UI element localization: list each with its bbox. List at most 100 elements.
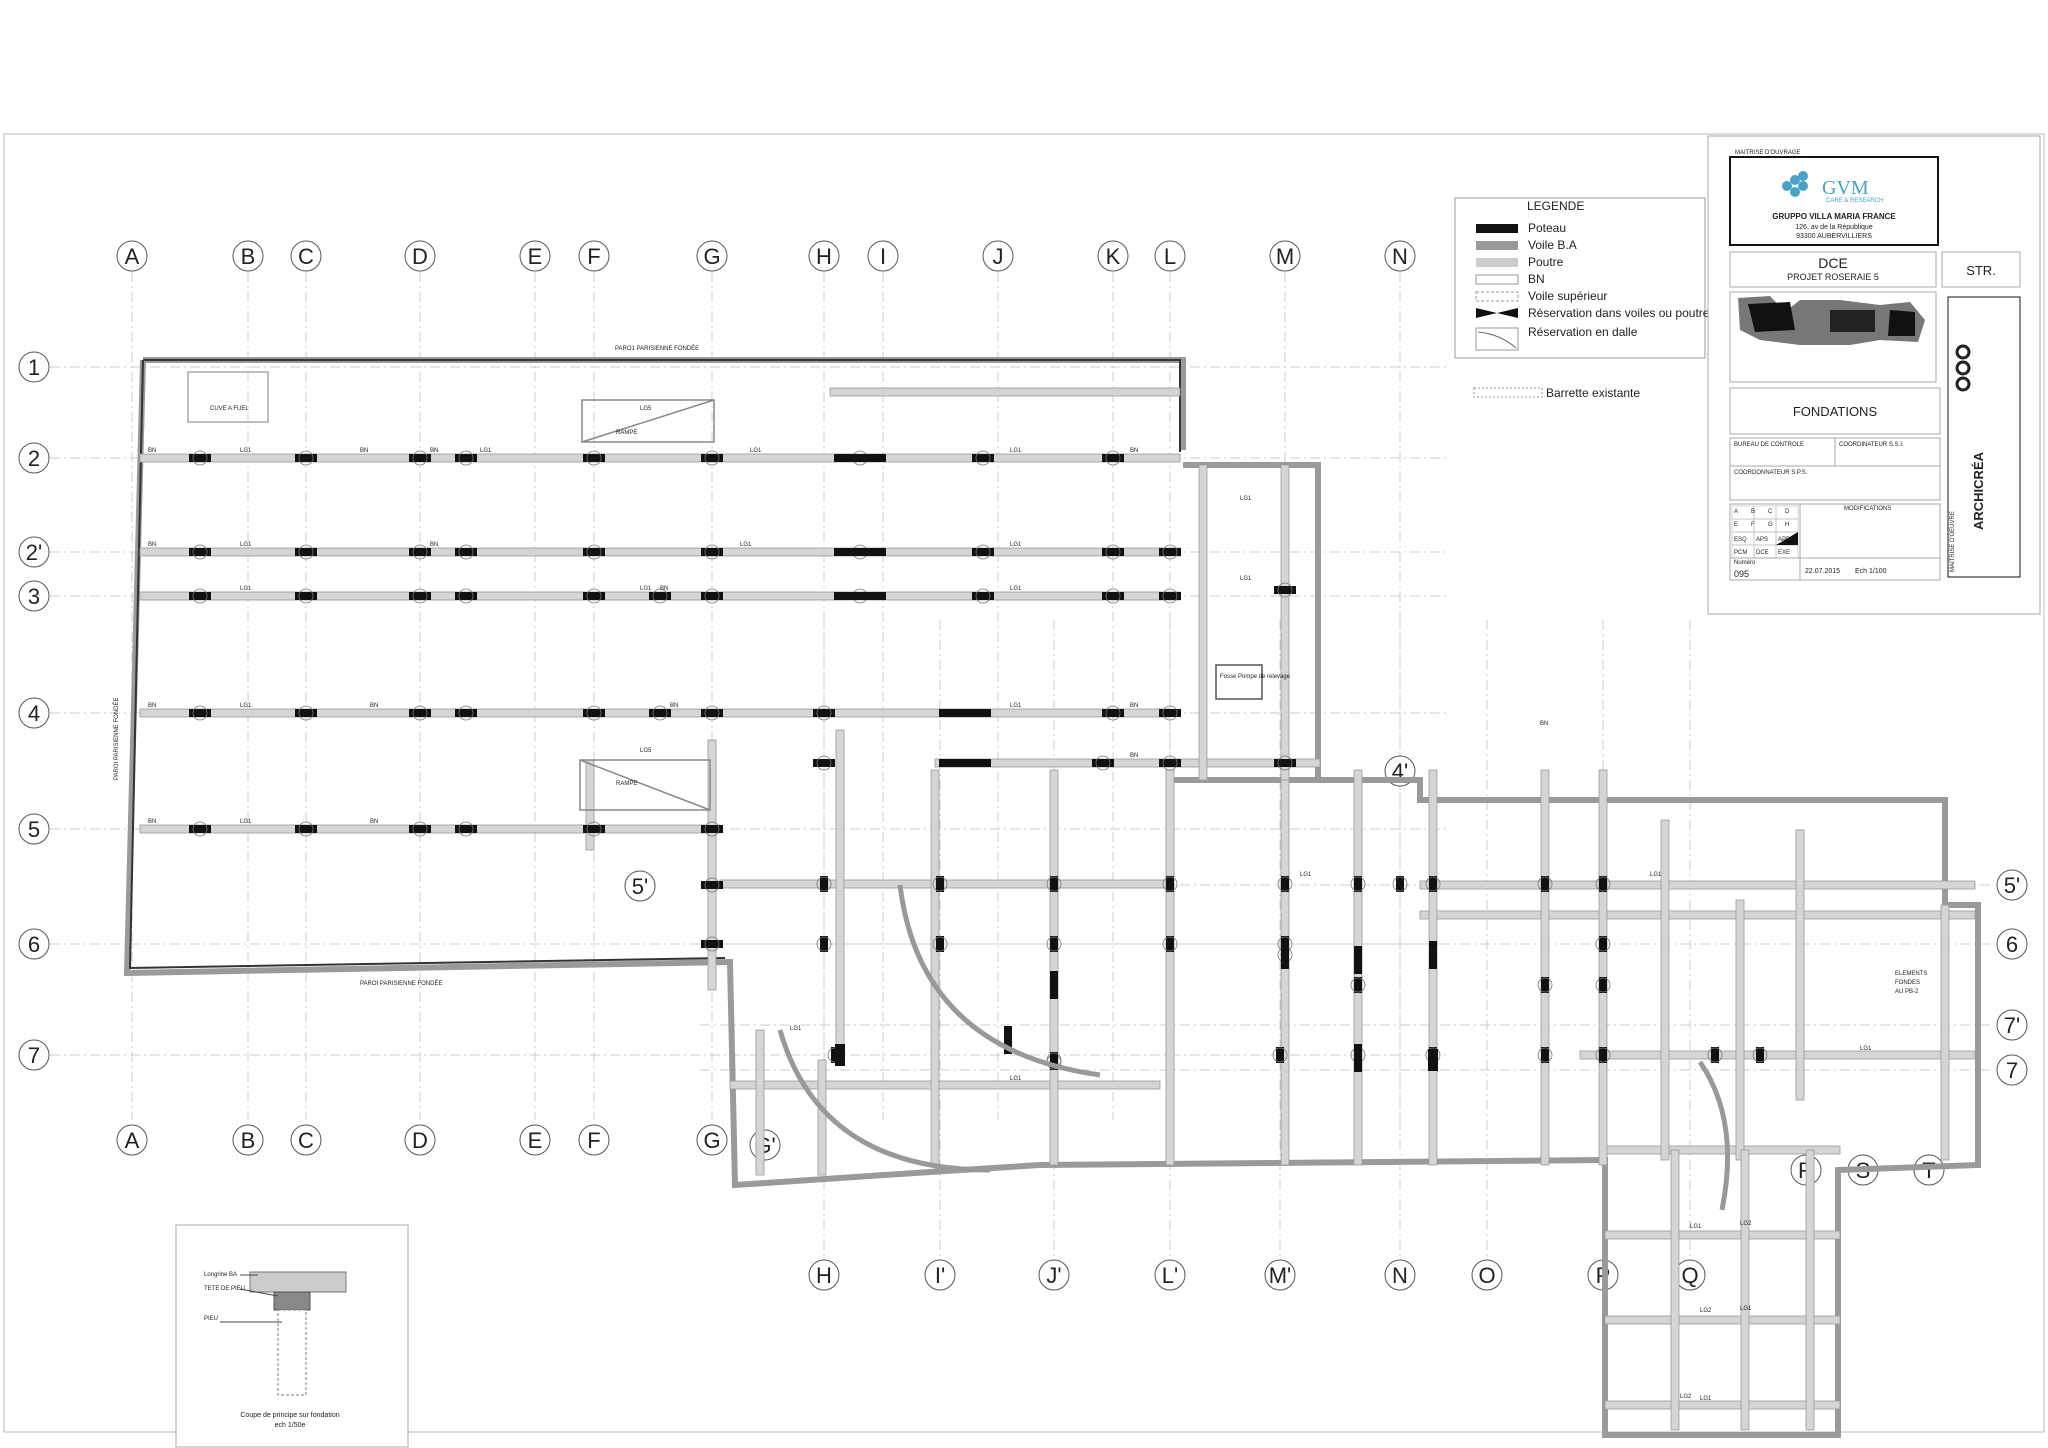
rev-cell-label: B (1751, 509, 1755, 515)
column (455, 709, 477, 717)
legend-item-reservation-dalle: Réservation en dalle (1528, 325, 1638, 339)
column (409, 709, 431, 717)
grid-bubble (1996, 928, 2028, 960)
ramp-1-label: RAMPE (616, 430, 637, 436)
site-plan-drawing (1738, 296, 1925, 345)
pile (1105, 450, 1121, 466)
grid-label: L (1164, 244, 1176, 269)
pile (1277, 876, 1293, 892)
grid-label: 3 (28, 584, 40, 609)
pile-head-shape (273, 1291, 311, 1311)
grid-label: H (816, 244, 832, 269)
phase-cell-label: ESQ (1734, 537, 1747, 543)
wall-top-label: PARO1 PARISIENNE FONDÉE (615, 345, 699, 352)
column (1004, 1026, 1012, 1054)
pile (298, 705, 314, 721)
company-name: GRUPPO VILLA MARIA FRANCE (1772, 212, 1896, 221)
beam-tag: BN (148, 819, 156, 825)
ramp-2-diag (579, 759, 711, 811)
grid-bubble (18, 442, 50, 474)
beam-tag: LG1 (1740, 1306, 1752, 1312)
legend-item-voile-sup: Voile supérieur (1528, 289, 1607, 303)
grid-label: N (1392, 1263, 1408, 1288)
grid-label: A (125, 244, 140, 269)
legend-item-bn: BN (1528, 272, 1545, 286)
pile (192, 705, 208, 721)
foundation-beam (1795, 829, 1805, 1101)
elements-label-1: ELEMENTS (1895, 971, 1927, 977)
column (649, 592, 671, 600)
gvm-logo-icon (1782, 171, 1808, 197)
foundation-beam (1604, 1315, 1841, 1325)
beam-tag: BN (370, 703, 378, 709)
beam-tag: BN (660, 586, 668, 592)
pile (1595, 977, 1611, 993)
column (583, 454, 605, 462)
column (1599, 876, 1607, 892)
lot-text: STR. (1966, 263, 1996, 278)
column (1429, 876, 1437, 892)
pile (1162, 705, 1178, 721)
column (701, 881, 723, 889)
legend-swatch-bn (1475, 274, 1519, 285)
grid-bubble (18, 536, 50, 568)
grid-label: I (880, 244, 886, 269)
foundation-beam (1165, 769, 1175, 1166)
beam-tag: BN (1130, 448, 1138, 454)
column (936, 876, 944, 892)
column (1274, 759, 1296, 767)
column (583, 548, 605, 556)
grid-bubble (867, 240, 899, 272)
pile (1272, 1047, 1288, 1063)
pile (192, 544, 208, 560)
column (701, 548, 723, 556)
column (1541, 1047, 1549, 1063)
beam-tag: LG1 (1010, 1076, 1022, 1082)
beam-tag: LG1 (740, 542, 752, 548)
grid-label: 6 (2006, 932, 2018, 957)
pile (1162, 544, 1178, 560)
grid-label: I' (935, 1263, 945, 1288)
legend-item-barrette: Barrette existante (1546, 386, 1640, 400)
foundation-beam (1940, 904, 1950, 1161)
pile (1425, 876, 1441, 892)
pile (975, 450, 991, 466)
grid-bubble (519, 240, 551, 272)
grid-label: A (125, 1128, 140, 1153)
grid-bubble (18, 1039, 50, 1071)
section-caption-1: Coupe de principe sur fondation (240, 1412, 339, 1419)
foundation-beam (1280, 464, 1290, 781)
column (820, 936, 828, 952)
pile (932, 876, 948, 892)
column (1166, 876, 1174, 892)
phase-text: DCE (1818, 255, 1848, 271)
beam-tag: LG1 (1010, 542, 1022, 548)
section-label-2: TETE DE PIEU (204, 1286, 245, 1292)
foundation-beam (1670, 1149, 1680, 1431)
modifications-label: MODIFICATIONS (1844, 506, 1891, 512)
beam-tag: LG5 (640, 406, 652, 412)
grid-bubble (696, 1124, 728, 1156)
column (1050, 1052, 1058, 1068)
column (409, 592, 431, 600)
beam-tag: BN (430, 448, 438, 454)
column (1541, 977, 1549, 993)
grid-bubble (1384, 240, 1416, 272)
grid-bubble (1996, 1054, 2028, 1086)
legend-item-voile: Voile B.A (1528, 238, 1577, 252)
column (835, 1044, 845, 1066)
grid-bubble (18, 928, 50, 960)
phase-cell-label: APS (1756, 537, 1768, 543)
pile (586, 588, 602, 604)
pile (1105, 588, 1121, 604)
pile (192, 821, 208, 837)
beam-tag: BN (148, 703, 156, 709)
grid-bubble (1097, 240, 1129, 272)
beam-tag: LG1 (1010, 703, 1022, 709)
column (295, 825, 317, 833)
grid-label: G (703, 1128, 720, 1153)
grid-label: M (1276, 244, 1294, 269)
curve-beam-3 (1697, 1060, 1731, 1211)
legend: LEGENDE Poteau Voile B.A Poutre BN Voile… (1454, 197, 1715, 400)
